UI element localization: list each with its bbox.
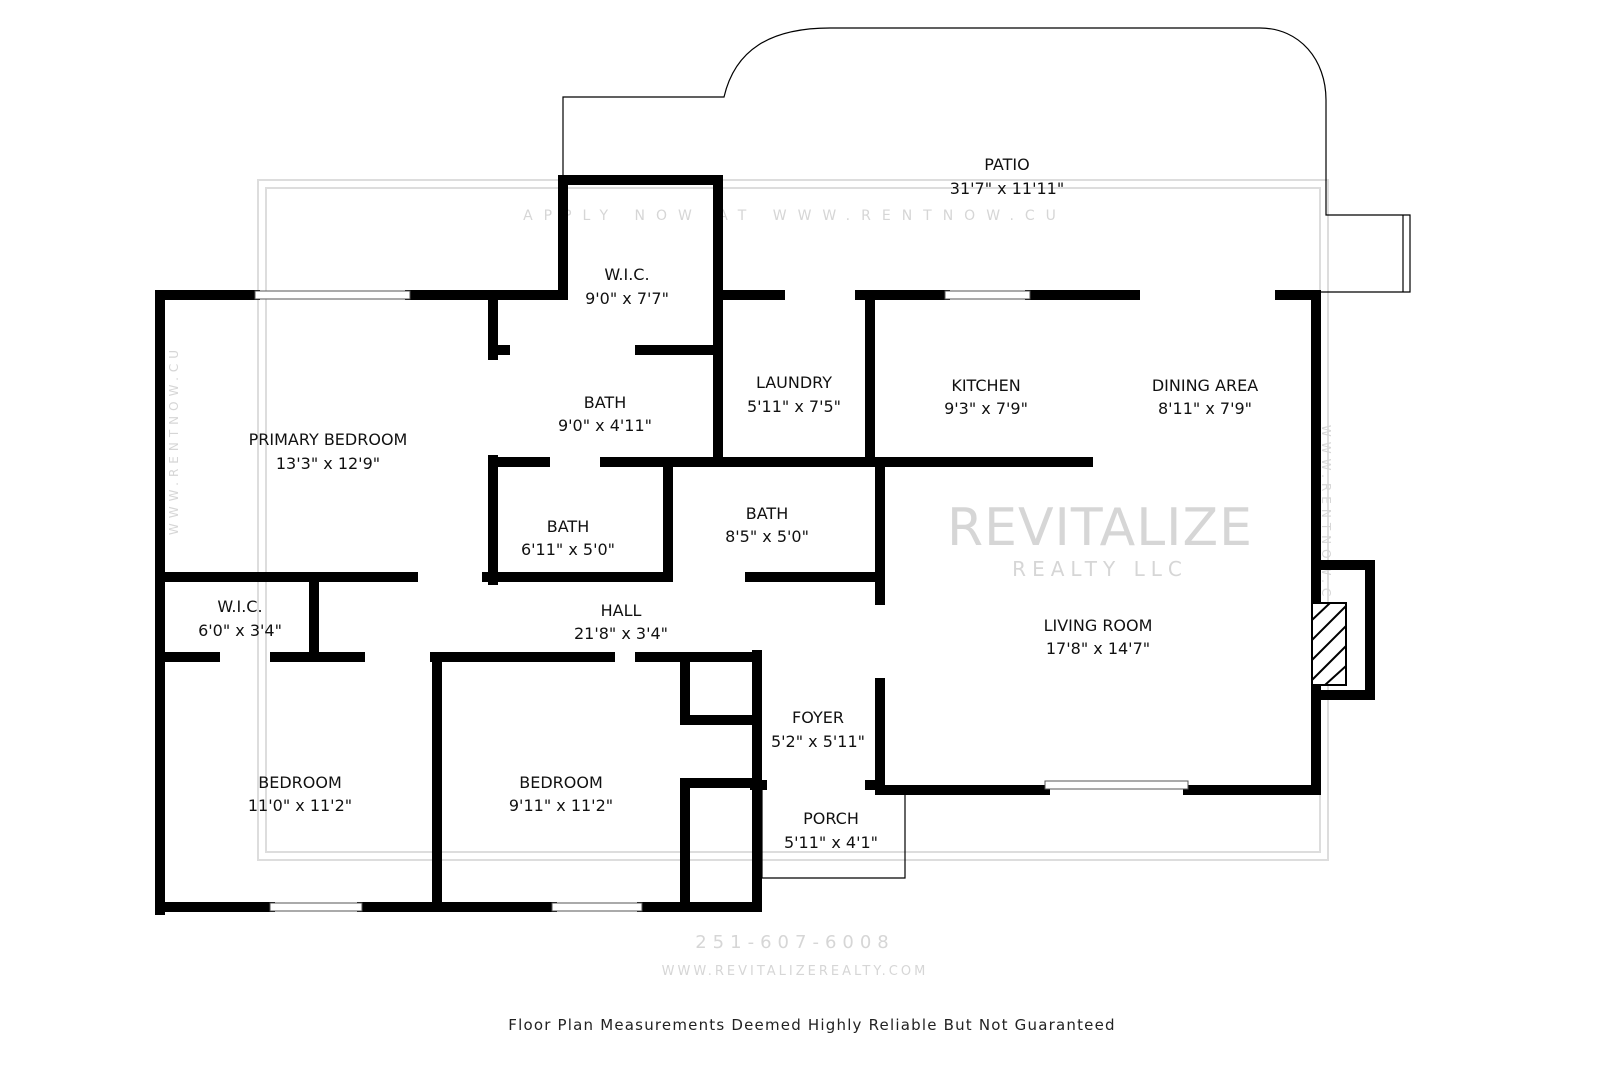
room-size: 8'5" x 5'0" [725, 527, 809, 546]
room-name: BATH [584, 393, 626, 412]
room-size: 9'3" x 7'9" [944, 399, 1028, 418]
room-name: PRIMARY BEDROOM [249, 430, 408, 449]
watermark: APPLY NOW AT WWW.RENTNOW.CU REVITALIZE R… [167, 179, 1333, 979]
room-size: 5'11" x 7'5" [747, 397, 841, 416]
room-name: BATH [746, 504, 788, 523]
room-name: PORCH [803, 809, 859, 828]
watermark-brand: REVITALIZE [947, 498, 1253, 558]
room-name: BATH [547, 517, 589, 536]
room-name: HALL [601, 601, 642, 620]
room-size: 17'8" x 14'7" [1046, 639, 1150, 658]
watermark-apply: APPLY NOW AT WWW.RENTNOW.CU [523, 208, 1067, 224]
room-size: 6'11" x 5'0" [521, 540, 615, 559]
room-size: 9'0" x 4'11" [558, 416, 652, 435]
watermark-website: WWW.REVITALIZEREALTY.COM [662, 964, 929, 979]
room-name: W.I.C. [604, 265, 649, 284]
room-labels: PATIO 31'7" x 11'11" W.I.C. 9'0" x 7'7" … [198, 155, 1258, 852]
room-size: 5'2" x 5'11" [771, 732, 865, 751]
room-size: 5'11" x 4'1" [784, 833, 878, 852]
watermark-side-right: WWW.RENTNOW.CU [1319, 425, 1333, 615]
watermark-phone: 251-607-6008 [695, 932, 895, 953]
room-name: BEDROOM [519, 773, 603, 792]
room-name: LIVING ROOM [1044, 616, 1153, 635]
windows [254, 290, 1189, 912]
room-size: 6'0" x 3'4" [198, 621, 282, 640]
room-name: KITCHEN [951, 376, 1020, 395]
room-size: 9'0" x 7'7" [585, 289, 669, 308]
room-name: LAUNDRY [756, 373, 832, 392]
room-name: DINING AREA [1152, 376, 1258, 395]
watermark-brand-sub: REALTY LLC [1012, 557, 1188, 581]
room-size: 31'7" x 11'11" [950, 179, 1064, 198]
watermark-frame [257, 179, 1329, 861]
room-name: BEDROOM [258, 773, 342, 792]
room-size: 8'11" x 7'9" [1158, 399, 1252, 418]
room-size: 11'0" x 11'2" [248, 796, 352, 815]
room-name: W.I.C. [217, 597, 262, 616]
room-name: PATIO [984, 155, 1029, 174]
room-size: 13'3" x 12'9" [276, 454, 380, 473]
watermark-side-left: WWW.RENTNOW.CU [167, 345, 181, 535]
disclaimer: Floor Plan Measurements Deemed Highly Re… [508, 1016, 1116, 1034]
walls [155, 175, 1321, 915]
room-size: 9'11" x 11'2" [509, 796, 613, 815]
room-name: FOYER [792, 708, 844, 727]
fireplace [1311, 560, 1375, 700]
patio-outline [562, 27, 1411, 293]
room-size: 21'8" x 3'4" [574, 624, 668, 643]
